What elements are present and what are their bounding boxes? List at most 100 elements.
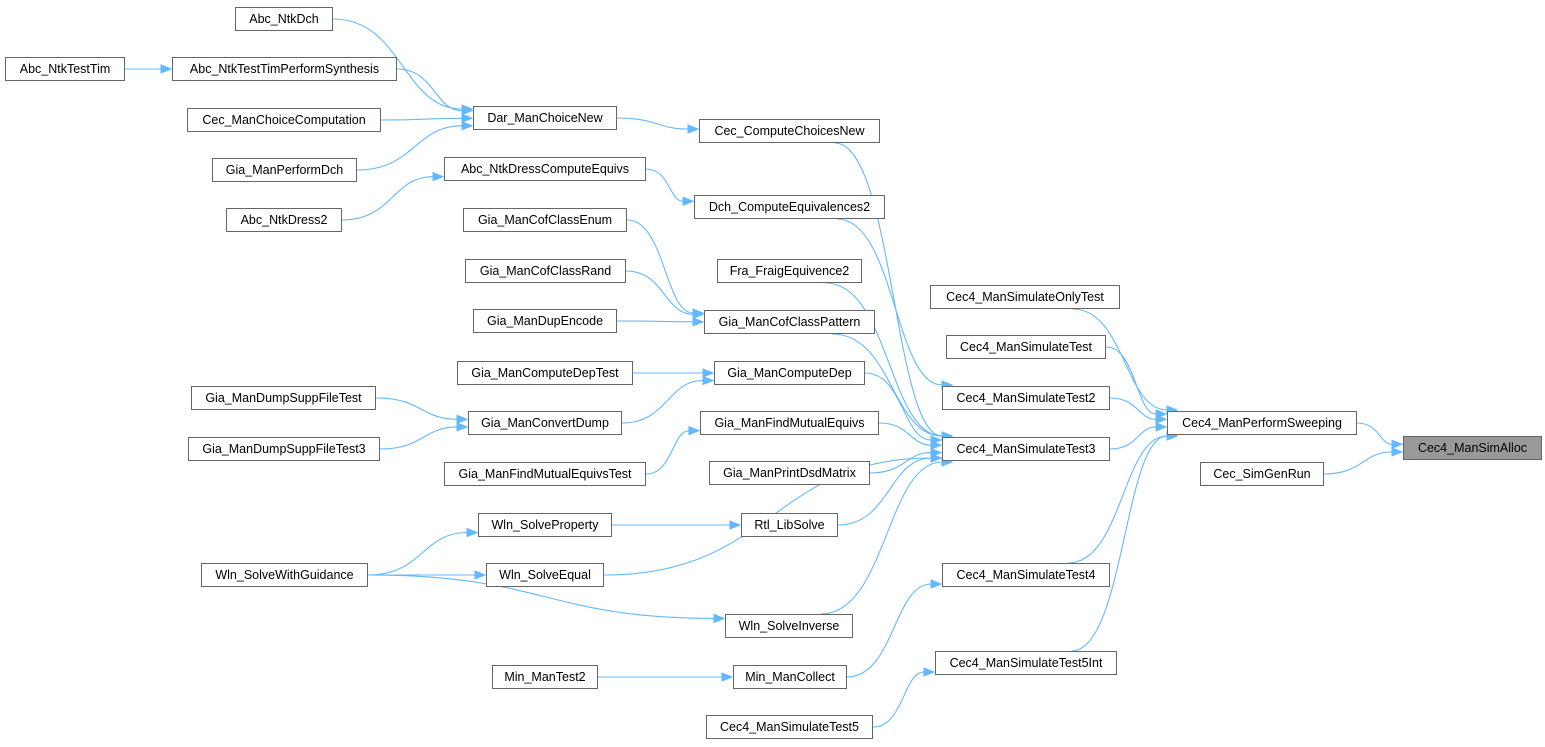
node-abc-ntkdresscomputeequivs[interactable]: Abc_NtkDressComputeEquivs <box>444 157 646 181</box>
node-gia-mancofclasspattern[interactable]: Gia_ManCofClassPattern <box>704 310 875 334</box>
edge-dar_manchoicenew-to-cec_computechoicesnew <box>616 117 689 130</box>
arrowhead-cec4_manperformsweeping <box>1155 422 1168 432</box>
arrowhead-gia_mancomputedep <box>702 368 715 378</box>
edge-cec4_mansimulatetest4-to-cec4_manperformsweeping <box>1067 435 1168 564</box>
node-wln-solveequal[interactable]: Wln_SolveEqual <box>486 563 604 587</box>
edge-cec4_mansimulatetest2-to-cec4_manperformsweeping <box>1109 397 1157 420</box>
node-cec4-mansimalloc-root: Cec4_ManSimAlloc <box>1403 436 1542 460</box>
edge-gia_mandumpsuppfiletest3-to-gia_manconvertdump <box>379 426 458 450</box>
node-abc-ntkdch[interactable]: Abc_NtkDch <box>235 7 333 31</box>
edge-cec_computechoicesnew-to-cec4_mansimulatetest3 <box>834 142 943 437</box>
node-cec4-mansimulatetest5[interactable]: Cec4_ManSimulateTest5 <box>706 715 873 739</box>
node-cec4-mansimulatetest4[interactable]: Cec4_ManSimulateTest4 <box>942 563 1110 587</box>
arrowhead-cec4_mansimalloc <box>1391 439 1404 449</box>
arrowhead-dar_manchoicenew <box>461 105 474 116</box>
node-gia-mandumpsuppfiletest[interactable]: Gia_ManDumpSuppFileTest <box>191 386 376 410</box>
node-rtl-libsolve[interactable]: Rtl_LibSolve <box>741 513 838 537</box>
edge-wln_solvewithguidance-to-wln_solveinverse <box>367 574 715 619</box>
node-wln-solvewithguidance[interactable]: Wln_SolveWithGuidance <box>201 563 368 587</box>
node-gia-manconvertdump[interactable]: Gia_ManConvertDump <box>468 411 622 435</box>
node-gia-mancomputedep[interactable]: Gia_ManComputeDep <box>714 361 865 385</box>
node-wln-solveproperty[interactable]: Wln_SolveProperty <box>478 513 612 537</box>
edge-cec4_mansimulatetest3-to-cec4_manperformsweeping <box>1109 426 1157 450</box>
arrowhead-min_mancollect <box>721 672 734 682</box>
node-abc-ntkdress2[interactable]: Abc_NtkDress2 <box>226 208 342 232</box>
edge-rtl_libsolve-to-cec4_mansimulatetest3 <box>837 457 932 526</box>
node-gia-manfindmutualequivs[interactable]: Gia_ManFindMutualEquivs <box>700 411 879 435</box>
node-min-mancollect[interactable]: Min_ManCollect <box>733 665 847 689</box>
node-gia-mancofclassrand[interactable]: Gia_ManCofClassRand <box>465 259 626 283</box>
edge-wln_solveinverse-to-cec4_mansimulatetest3 <box>820 461 943 615</box>
edge-cec4_manperformsweeping-to-cec4_mansimalloc <box>1356 422 1393 445</box>
node-cec4-mansimulatetest[interactable]: Cec4_ManSimulateTest <box>946 335 1106 359</box>
node-cec4-manperformsweeping[interactable]: Cec4_ManPerformSweeping <box>1167 411 1357 435</box>
edge-gia_mancofclasspattern-to-cec4_mansimulatetest3 <box>832 333 943 437</box>
arrowhead-gia_manfindmutualequivs <box>688 425 701 436</box>
node-gia-mancomputedeptest[interactable]: Gia_ManComputeDepTest <box>457 361 633 385</box>
edge-cec_simgenrun-to-cec4_mansimalloc <box>1323 451 1393 475</box>
edge-gia_manperformdch-to-dar_manchoicenew <box>356 125 463 171</box>
edge-cec4_mansimulatetest5int-to-cec4_manperformsweeping <box>1071 435 1168 652</box>
arrowhead-cec4_mansimulatetest4 <box>930 579 943 589</box>
node-gia-mancofclassenum[interactable]: Gia_ManCofClassEnum <box>463 208 627 232</box>
node-cec-simgenrun[interactable]: Cec_SimGenRun <box>1200 462 1324 486</box>
arrowhead-wln_solveinverse <box>713 613 726 624</box>
node-cec4-mansimulatetest3[interactable]: Cec4_ManSimulateTest3 <box>942 437 1110 461</box>
node-cec4-mansimulatetest5int[interactable]: Cec4_ManSimulateTest5Int <box>935 651 1117 675</box>
arrowhead-gia_mancofclasspattern <box>692 309 705 320</box>
arrowhead-cec_computechoicesnew <box>687 124 700 134</box>
edge-gia_manfindmutualequivs-to-cec4_mansimulatetest3 <box>878 422 932 446</box>
edge-fra_fraigequivence2-to-cec4_mansimulatetest3 <box>825 282 943 437</box>
arrowhead-dar_manchoicenew <box>461 113 474 124</box>
node-gia-manperformdch[interactable]: Gia_ManPerformDch <box>212 158 357 182</box>
node-dar-manchoicenew[interactable]: Dar_ManChoiceNew <box>473 106 617 130</box>
edge-gia_mandumpsuppfiletest-to-gia_manconvertdump <box>375 397 458 420</box>
arrowhead-gia_mancofclasspattern <box>692 317 705 327</box>
edge-abc_ntktesttimperformsynthesis-to-dar_manchoicenew <box>396 68 463 112</box>
edge-gia_manconvertdump-to-gia_mancomputedep <box>621 379 704 424</box>
arrowhead-cec4_mansimalloc <box>1391 447 1404 457</box>
arrowhead-dch_computeequivalences2 <box>682 196 695 207</box>
node-abc-ntktesttim[interactable]: Abc_NtkTestTim <box>5 57 125 81</box>
arrowhead-cec4_mansimulatetest3 <box>930 453 943 463</box>
arrowhead-gia_manconvertdump <box>456 414 469 424</box>
edge-dch_computeequivalences2-to-cec4_mansimulatetest2 <box>837 218 943 386</box>
edge-wln_solvewithguidance-to-wln_solveproperty <box>367 531 468 576</box>
node-wln-solveinverse[interactable]: Wln_SolveInverse <box>725 614 853 638</box>
arrowhead-wln_solveproperty <box>466 527 479 538</box>
edge-min_mancollect-to-cec4_mansimulatetest4 <box>846 583 932 678</box>
node-gia-manprintdsdmatrix[interactable]: Gia_ManPrintDsdMatrix <box>709 461 870 485</box>
edge-gia_manfindmutualequivstest-to-gia_manfindmutualequivs <box>645 430 690 475</box>
arrowhead-abc_ntktesttimperformsynthesis <box>160 64 173 74</box>
arrowhead-dar_manchoicenew <box>461 121 474 131</box>
arrowhead-cec4_mansimulatetest5int <box>923 667 936 677</box>
node-cec-manchoicecomputation[interactable]: Cec_ManChoiceComputation <box>187 108 381 132</box>
edge-cec4_mansimulateonlytest-to-cec4_manperformsweeping <box>1072 308 1168 411</box>
node-cec4-mansimulatetest2[interactable]: Cec4_ManSimulateTest2 <box>942 386 1110 410</box>
arrowhead-rtl_libsolve <box>729 520 742 530</box>
node-cec4-mansimulateonlytest[interactable]: Cec4_ManSimulateOnlyTest <box>930 285 1120 309</box>
node-fra-fraigequivence2[interactable]: Fra_FraigEquivence2 <box>717 259 862 283</box>
node-gia-mandumpsuppfiletest3[interactable]: Gia_ManDumpSuppFileTest3 <box>188 437 380 461</box>
edge-gia_mancofclassenum-to-gia_mancofclasspattern <box>626 219 694 314</box>
node-gia-mandupencode[interactable]: Gia_ManDupEncode <box>473 309 617 333</box>
node-dch-computeequivalences2[interactable]: Dch_ComputeEquivalences2 <box>694 195 885 219</box>
edge-cec_manchoicecomputation-to-dar_manchoicenew <box>380 117 463 121</box>
node-cec-computechoicesnew[interactable]: Cec_ComputeChoicesNew <box>699 119 880 143</box>
edge-abc_ntkdresscomputeequivs-to-dch_computeequivalences2 <box>645 168 684 202</box>
node-gia-manfindmutualequivstest[interactable]: Gia_ManFindMutualEquivsTest <box>444 462 646 486</box>
node-abc-ntktesttimperformsynthesis[interactable]: Abc_NtkTestTimPerformSynthesis <box>172 57 397 81</box>
edge-gia_mancomputedep-to-cec4_mansimulatetest3 <box>864 372 932 441</box>
arrowhead-cec4_mansimulatetest3 <box>930 440 943 450</box>
arrowhead-gia_mancomputedep <box>702 375 715 386</box>
edge-abc_ntkdch-to-dar_manchoicenew <box>332 18 463 110</box>
edge-gia_mancofclassrand-to-gia_mancofclasspattern <box>625 270 694 315</box>
arrowhead-gia_manconvertdump <box>456 422 469 432</box>
node-min-mantest2[interactable]: Min_ManTest2 <box>492 665 598 689</box>
edge-gia_manprintdsdmatrix-to-cec4_mansimulatetest3 <box>869 452 932 474</box>
edge-cec4_mansimulatetest5-to-cec4_mansimulatetest5int <box>872 671 925 728</box>
edge-cec4_mansimulatetest-to-cec4_manperformsweeping <box>1105 346 1157 415</box>
arrowhead-cec4_manperformsweeping <box>1155 414 1168 424</box>
arrowhead-abc_ntkdresscomputeequivs <box>432 171 445 182</box>
